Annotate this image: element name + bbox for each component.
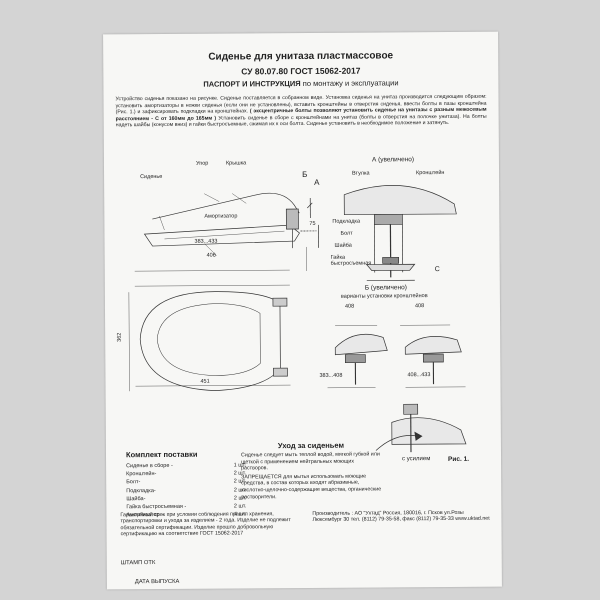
label-a-marker: А <box>314 177 320 187</box>
label-shaiba: Шайба <box>334 242 352 249</box>
kit-item-name: Болт- <box>126 479 141 486</box>
kit-item-name: Гайка быстросъемная - <box>126 503 187 511</box>
release-date-label: ДАТА ВЫПУСКА <box>134 578 180 586</box>
view-b-title: Б (увеличено) <box>364 284 407 292</box>
dim-b-383-408: 383...408 <box>319 372 343 379</box>
label-kronshtein: Кронштейн <box>416 170 445 177</box>
hinge-block <box>285 208 299 230</box>
label-sidenie: Сиденье <box>140 173 163 181</box>
care-text-1: Сиденье следует мыть теплой водой, мягко… <box>240 451 380 472</box>
seat-top-view <box>139 291 281 391</box>
view-b-variants: варианты установки кронштейнов <box>340 293 428 300</box>
kit-contents: Комплект поставки Сиденье в сборе -1 шт.… <box>126 449 246 519</box>
dim-406: 406 <box>206 252 216 259</box>
fig1-force-label: с усилием <box>402 456 431 463</box>
kit-title: Комплект поставки <box>125 449 198 460</box>
kit-item-qty: 2 шт. <box>233 503 247 510</box>
care-text-2: ЗАПРЕЩАЕТСЯ для мытья использовать моющи… <box>241 473 382 500</box>
instruction-sheet: Сиденье для унитаза пластмассовое СУ 80.… <box>103 31 502 590</box>
kit-item-name: Подкладка- <box>126 487 156 494</box>
fig1-caption: Рис. 1. <box>448 455 470 463</box>
kit-item-name: Сиденье в сборе - <box>126 462 173 470</box>
dim-b-408-mid: 408 <box>414 303 425 310</box>
label-podkladka: Подкладка <box>332 218 361 225</box>
label-upor: Упор <box>195 160 209 167</box>
care-section: Уход за сиденьем Сиденье следует мыть те… <box>241 440 381 500</box>
view-b-left <box>334 333 388 356</box>
view-a-seat <box>343 185 457 216</box>
dim-b-408-433: 408...433 <box>407 372 431 379</box>
fig1-seat <box>391 417 467 445</box>
care-title: Уход за сиденьем <box>277 440 345 451</box>
label-gaika: Гайка быстросъемная <box>330 254 372 267</box>
dim-75: 75 <box>309 220 316 227</box>
dim-451: 451 <box>200 378 210 385</box>
kit-item-name: Шайба- <box>126 495 146 503</box>
kit-item-name: Кронштейн- <box>126 471 157 478</box>
label-c: С <box>434 266 440 274</box>
label-b-marker: Б <box>302 169 308 179</box>
view-b-right <box>404 336 462 355</box>
label-bolt: Болт <box>340 230 353 237</box>
stamp-label: ШТАМП ОТК <box>120 560 156 567</box>
manufacturer-text: Производитель : АО "Ухтад" Россия, 18001… <box>312 509 490 524</box>
dim-b-408-top: 408 <box>344 303 355 310</box>
dim-362: 362 <box>116 332 123 342</box>
label-kryshka: Крышка <box>225 160 247 167</box>
label-amortizator: Амортизатор <box>204 213 238 220</box>
seat-outline <box>143 224 300 247</box>
lid-outline <box>152 192 300 220</box>
dim-383-433: 383...433 <box>194 238 218 245</box>
technical-drawing <box>128 185 467 453</box>
label-vtulka: Втулка <box>352 170 370 177</box>
warranty-text: Гарантийный срок при условии соблюдения … <box>120 511 291 538</box>
view-a-title: А (увеличено) <box>371 156 415 164</box>
